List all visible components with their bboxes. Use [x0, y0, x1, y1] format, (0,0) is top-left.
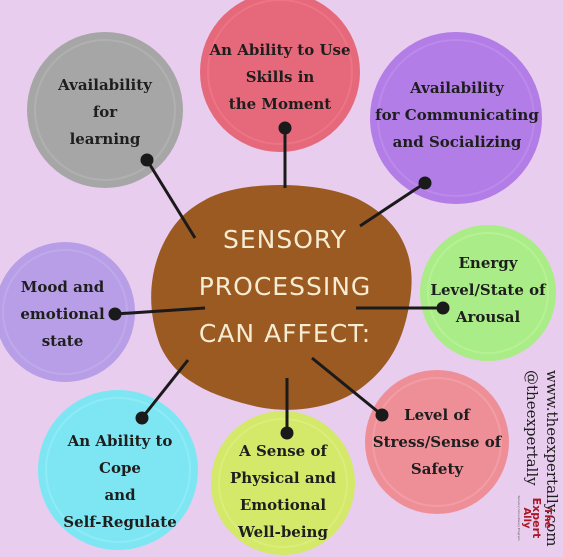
connector-dot-stress	[375, 408, 389, 422]
bubble-learning: Availability for learning	[58, 76, 152, 148]
bubble-skills-shape	[200, 0, 360, 152]
bubble-wellbeing: A Sense of Physical and Emotional Well-b…	[230, 442, 336, 541]
bubble-communicating: Availability for Communicating and Socia…	[375, 79, 539, 151]
center-line-2: PROCESSING	[198, 272, 372, 301]
brand-logo: The Expert Ally Sensory Consultancy Prog…	[517, 495, 553, 541]
bubble-cope-shape	[38, 390, 198, 550]
bubble-stress-shape	[365, 370, 509, 514]
connector-dot-cope	[135, 411, 149, 425]
connector-dot-energy	[436, 301, 450, 315]
bubble-stress: Level of Stress/Sense of Safety	[372, 406, 502, 478]
connector-dot-wellbeing	[280, 426, 294, 440]
bubble-communicating-shape	[370, 32, 542, 204]
bubble-mood: Mood and emotional state	[20, 278, 105, 350]
center-title: SENSORY PROCESSING CAN AFFECT:	[180, 216, 390, 357]
bubble-cope: An Ability to Cope and Self-Regulate	[63, 432, 177, 531]
bubble-energy: Energy Level/State of Arousal	[430, 254, 546, 326]
center-line-3: CAN AFFECT:	[198, 319, 372, 348]
bubble-skills: An Ability to Use Skills in the Moment	[209, 41, 351, 113]
center-line-1: SENSORY	[223, 225, 347, 254]
bubble-energy-shape	[420, 225, 556, 361]
connector-dot-mood	[108, 307, 122, 321]
center-blob	[151, 185, 412, 410]
bubble-learning-shape	[27, 32, 183, 188]
connectors	[108, 121, 450, 440]
connector-dot-learning	[140, 153, 154, 167]
bubble-wellbeing-shape	[211, 411, 355, 555]
connector-dot-communicating	[418, 176, 432, 190]
connector-dot-skills	[278, 121, 292, 135]
